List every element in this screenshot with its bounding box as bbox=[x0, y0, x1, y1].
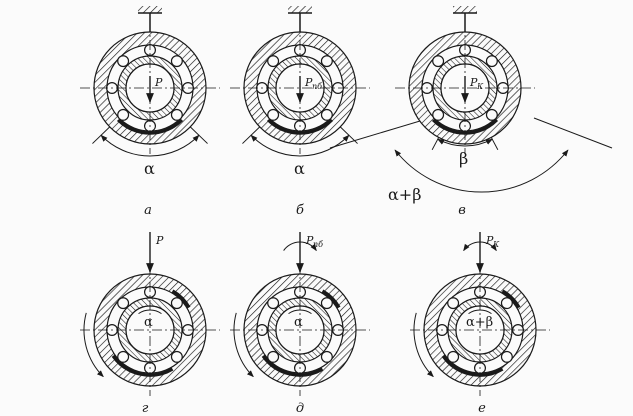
loaded-zone bbox=[261, 354, 324, 377]
rolling-element bbox=[447, 297, 460, 310]
loaded-zone bbox=[266, 118, 334, 135]
rolling-element bbox=[320, 108, 333, 121]
force-subscript: пб bbox=[313, 240, 323, 249]
outer-rotation-arrow bbox=[233, 312, 254, 378]
rolling-element bbox=[267, 55, 280, 68]
angle-arc bbox=[437, 138, 493, 147]
angle-leg bbox=[92, 126, 111, 144]
force-arrow: P bbox=[146, 76, 163, 103]
rolling-element bbox=[432, 108, 445, 121]
angle-leg bbox=[242, 126, 261, 144]
caption-g: г bbox=[142, 401, 149, 416]
ground-hatch bbox=[453, 6, 477, 13]
force-label: P bbox=[485, 234, 494, 247]
caption-b: б bbox=[296, 203, 304, 218]
ground-hatch bbox=[288, 6, 312, 13]
force-subscript: К bbox=[492, 240, 500, 249]
angle-leg bbox=[189, 126, 208, 144]
rolling-element bbox=[320, 350, 333, 363]
loaded-zone bbox=[171, 289, 191, 309]
loaded-zone bbox=[501, 289, 521, 309]
angle-indicator: α bbox=[92, 126, 208, 178]
force-subscript: К bbox=[476, 82, 484, 91]
rolling-element bbox=[170, 350, 183, 363]
rolling-element bbox=[500, 350, 513, 363]
outer-rotation-arrow bbox=[83, 312, 104, 378]
loaded-zone bbox=[321, 289, 341, 309]
force-label: P bbox=[304, 76, 313, 89]
rolling-element bbox=[170, 108, 183, 121]
panel-v-extended-sweep: α+β bbox=[329, 117, 613, 204]
angle-arc bbox=[138, 309, 162, 315]
rolling-element bbox=[500, 297, 513, 310]
force-label: P bbox=[469, 76, 478, 89]
rolling-element bbox=[267, 297, 280, 310]
bearing-panel-g: Pα г bbox=[80, 232, 220, 416]
rotation-arrow bbox=[283, 241, 317, 252]
rolling-element bbox=[117, 350, 130, 363]
angle-label: α bbox=[294, 159, 305, 178]
angle-leg bbox=[339, 126, 358, 144]
angle-arc bbox=[468, 309, 492, 315]
loaded-zone bbox=[441, 354, 504, 377]
angle-label: α bbox=[144, 315, 153, 330]
rolling-element bbox=[170, 297, 183, 310]
angle-leg bbox=[490, 137, 499, 151]
ground-hatch bbox=[138, 6, 162, 13]
rolling-element bbox=[432, 55, 445, 68]
angle-arc bbox=[288, 309, 312, 315]
rolling-element bbox=[485, 108, 498, 121]
loaded-zone bbox=[116, 118, 184, 135]
force-label: P bbox=[155, 234, 164, 247]
rolling-element bbox=[320, 55, 333, 68]
rolling-element bbox=[170, 55, 183, 68]
angle-label: β bbox=[459, 149, 468, 168]
rotation-arrow bbox=[463, 241, 497, 252]
rolling-element bbox=[117, 55, 130, 68]
angle-indicator: α bbox=[242, 126, 358, 178]
angle-arc bbox=[250, 134, 350, 157]
force-label: P bbox=[305, 234, 314, 247]
rolling-element bbox=[485, 55, 498, 68]
force-label: P bbox=[154, 76, 163, 89]
angle-label: α bbox=[294, 315, 303, 330]
caption-a: а bbox=[144, 203, 152, 218]
rolling-element bbox=[267, 108, 280, 121]
angle-indicator: β bbox=[431, 137, 499, 168]
force-arrow: P bbox=[146, 232, 164, 273]
angle-arc bbox=[100, 134, 200, 157]
angle-label: α bbox=[144, 159, 155, 178]
angle-leg bbox=[431, 137, 440, 151]
rolling-element bbox=[117, 108, 130, 121]
force-subscript: пб bbox=[312, 82, 322, 91]
angle-label: α+β bbox=[466, 315, 493, 330]
panel-v-angle-outer-label: α+β bbox=[388, 185, 421, 204]
caption-d: д bbox=[296, 401, 304, 416]
bearing-panel-a: Pα а bbox=[80, 6, 220, 218]
rolling-element bbox=[447, 350, 460, 363]
rolling-element bbox=[267, 350, 280, 363]
caption-v: в bbox=[458, 203, 466, 218]
rolling-element bbox=[320, 297, 333, 310]
loaded-zone bbox=[111, 354, 174, 377]
caption-e: е bbox=[478, 401, 486, 416]
rolling-element bbox=[117, 297, 130, 310]
outer-rotation-arrow bbox=[413, 312, 434, 378]
loaded-zone bbox=[431, 118, 499, 135]
